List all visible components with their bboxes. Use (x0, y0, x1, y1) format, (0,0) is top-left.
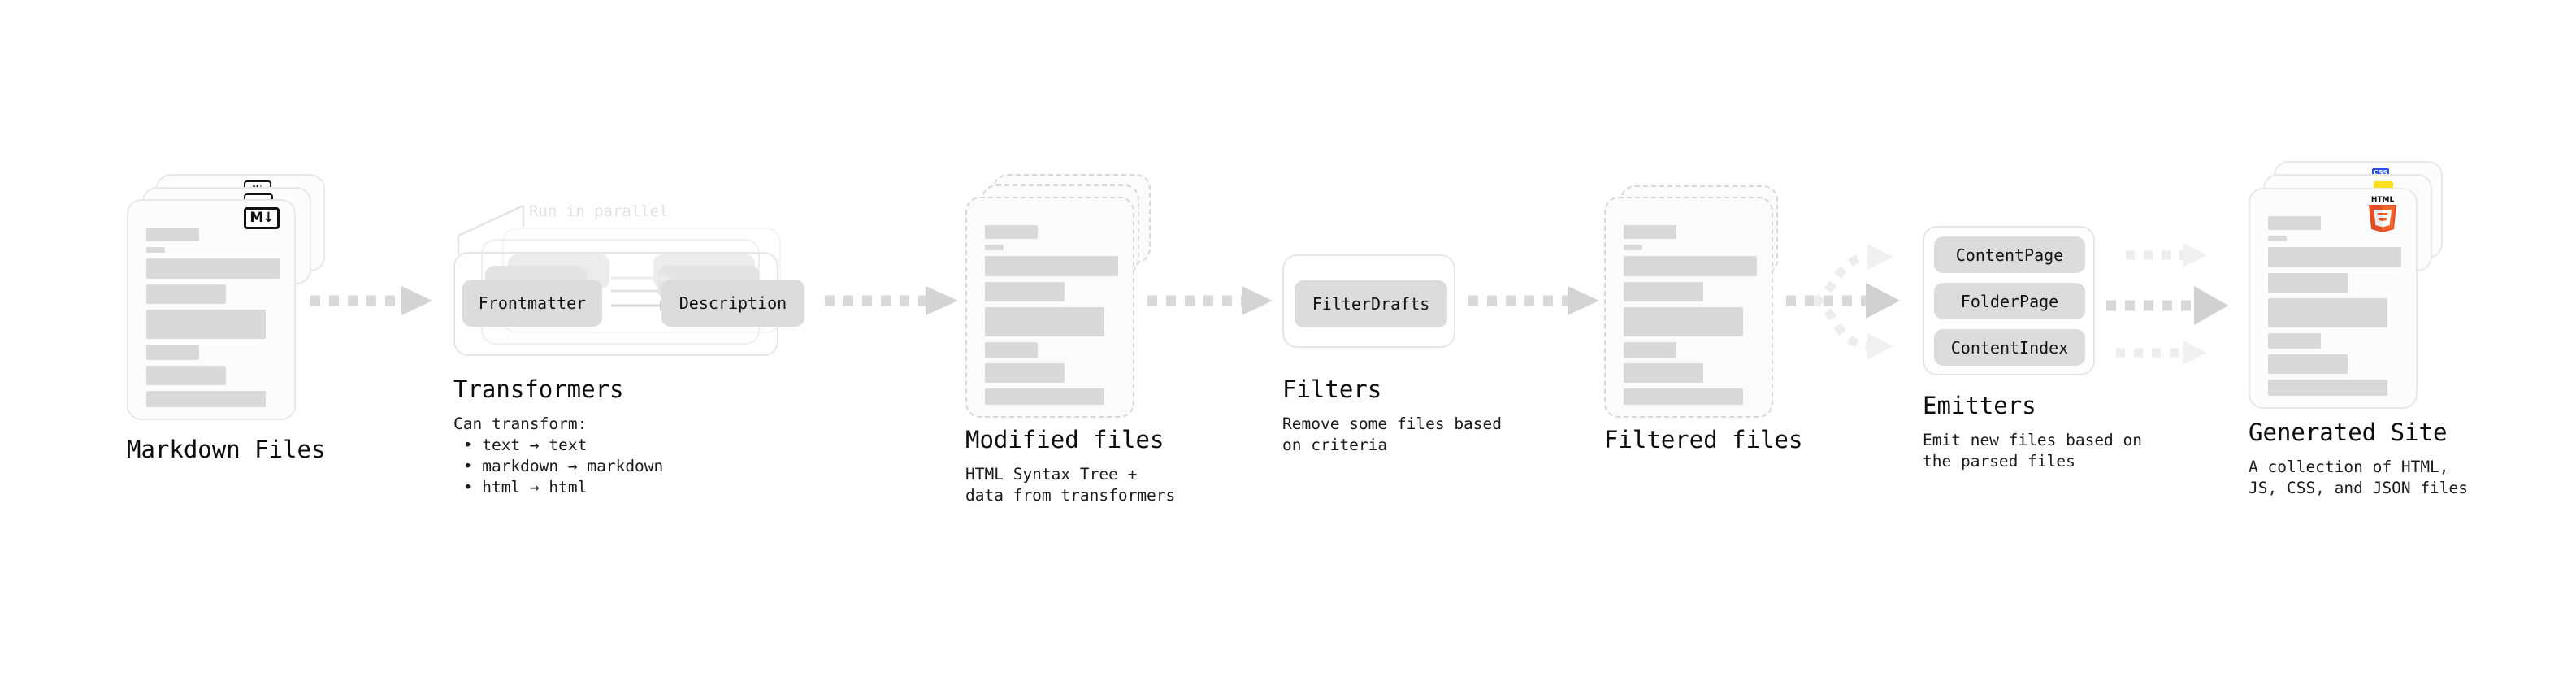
connector-filtered-to-emitters (1785, 228, 1929, 377)
stage-title: Transformers (453, 375, 624, 403)
emitter-node-contentpage-label: ContentPage (1955, 245, 2064, 265)
placeholder-bar (2268, 236, 2287, 241)
filtered-file-card-front (1604, 197, 1773, 418)
svg-text:HTML: HTML (2371, 196, 2395, 204)
transformer-node-frontmatter-label: Frontmatter (478, 293, 587, 313)
placeholder-bar (146, 284, 226, 304)
placeholder-bar (146, 391, 266, 407)
stage-subtitle: Remove some files based on criteria (1282, 414, 1503, 454)
stage-subtitle: HTML Syntax Tree + data from transformer… (965, 465, 1176, 505)
placeholder-bar (1624, 282, 1703, 301)
placeholder-bar (1624, 225, 1676, 239)
emitters-box (1923, 226, 2095, 375)
placeholder-bar (985, 388, 1104, 405)
placeholder-bar (2268, 247, 2401, 267)
modified-file-card-front (965, 197, 1134, 418)
html5-icon: HTML (2366, 193, 2400, 236)
filter-node-filterdrafts[interactable]: FilterDrafts (1295, 280, 1447, 327)
placeholder-bar (985, 342, 1038, 358)
run-in-parallel-bracket (455, 197, 569, 259)
stage-subtitle: A collection of HTML, JS, CSS, and JSON … (2249, 458, 2469, 497)
connector-markdown-to-transformers (309, 283, 439, 322)
css3-icon: CSS (2372, 168, 2389, 177)
placeholder-bar (2268, 354, 2348, 374)
caption-generated-site: Generated Site A collection of HTML, JS,… (2249, 419, 2468, 499)
transformer-node-description[interactable]: Description (661, 280, 804, 327)
css3-icon-label: CSS (2373, 168, 2388, 176)
emitter-node-contentpage[interactable]: ContentPage (1934, 236, 2085, 273)
placeholder-bar (1624, 256, 1757, 276)
placeholder-bar (146, 345, 199, 360)
caption-modified-files: Modified files HTML Syntax Tree + data f… (965, 426, 1175, 506)
placeholder-bar (2268, 380, 2387, 396)
stage-title: Modified files (965, 426, 1164, 453)
placeholder-bar (1624, 388, 1743, 405)
emitter-node-folderpage[interactable]: FolderPage (1934, 283, 2085, 319)
connector-filters-to-filtered (1467, 283, 1607, 322)
connector-emitters-to-site (2105, 228, 2253, 377)
generated-site-card-front (2249, 188, 2418, 409)
caption-emitters: Emitters Emit new files based on the par… (1923, 392, 2142, 472)
placeholder-bar (985, 245, 1004, 250)
stage-title: Filtered files (1604, 426, 1803, 453)
transformer-node-frontmatter[interactable]: Frontmatter (462, 280, 602, 327)
placeholder-bar (985, 363, 1065, 383)
stage-title: Generated Site (2249, 419, 2448, 446)
placeholder-bar (1624, 307, 1743, 336)
stage-title: Markdown Files (127, 436, 326, 463)
caption-filters: Filters Remove some files based on crite… (1282, 375, 1502, 456)
connector-transformers-to-modified (823, 283, 965, 322)
placeholder-bar (146, 310, 266, 339)
emitter-node-folderpage-label: FolderPage (1960, 291, 2059, 311)
caption-markdown-files: Markdown Files (127, 436, 325, 463)
stage-title: Emitters (1923, 392, 2036, 419)
caption-transformers: Transformers Can transform: • text → tex… (453, 375, 663, 498)
placeholder-bar (1624, 342, 1676, 358)
placeholder-bar (985, 256, 1118, 276)
placeholder-bar (2268, 273, 2348, 293)
placeholder-bar (2268, 216, 2321, 230)
emitter-node-contentindex-label: ContentIndex (1950, 337, 2069, 358)
placeholder-bar (2268, 333, 2321, 349)
placeholder-bar (146, 258, 280, 279)
placeholder-bar (146, 247, 165, 253)
placeholder-bar (985, 307, 1104, 336)
transformer-node-description-label: Description (679, 293, 787, 313)
caption-filtered-files: Filtered files (1604, 426, 1802, 453)
stage-subtitle: Emit new files based on the parsed files (1923, 431, 2143, 471)
placeholder-bar (985, 282, 1065, 301)
stage-title: Filters (1282, 375, 1382, 403)
markdown-icon-label: M↓ (249, 210, 274, 226)
placeholder-bar (2268, 298, 2387, 327)
stage-subtitle: Can transform: • text → text • markdown … (453, 414, 664, 497)
placeholder-bar (985, 225, 1038, 239)
filter-node-filterdrafts-label: FilterDrafts (1312, 294, 1430, 314)
placeholder-bar (1624, 245, 1642, 250)
markdown-file-card-front (127, 199, 296, 420)
connector-modified-to-filters (1146, 283, 1280, 322)
placeholder-bar (146, 228, 199, 241)
run-in-parallel-label: Run in parallel (529, 202, 669, 220)
filters-box (1282, 254, 1455, 348)
placeholder-bar (1624, 363, 1703, 383)
placeholder-bar (146, 366, 226, 385)
emitter-node-contentindex[interactable]: ContentIndex (1934, 329, 2085, 366)
markdown-icon: M↓ (244, 207, 280, 229)
